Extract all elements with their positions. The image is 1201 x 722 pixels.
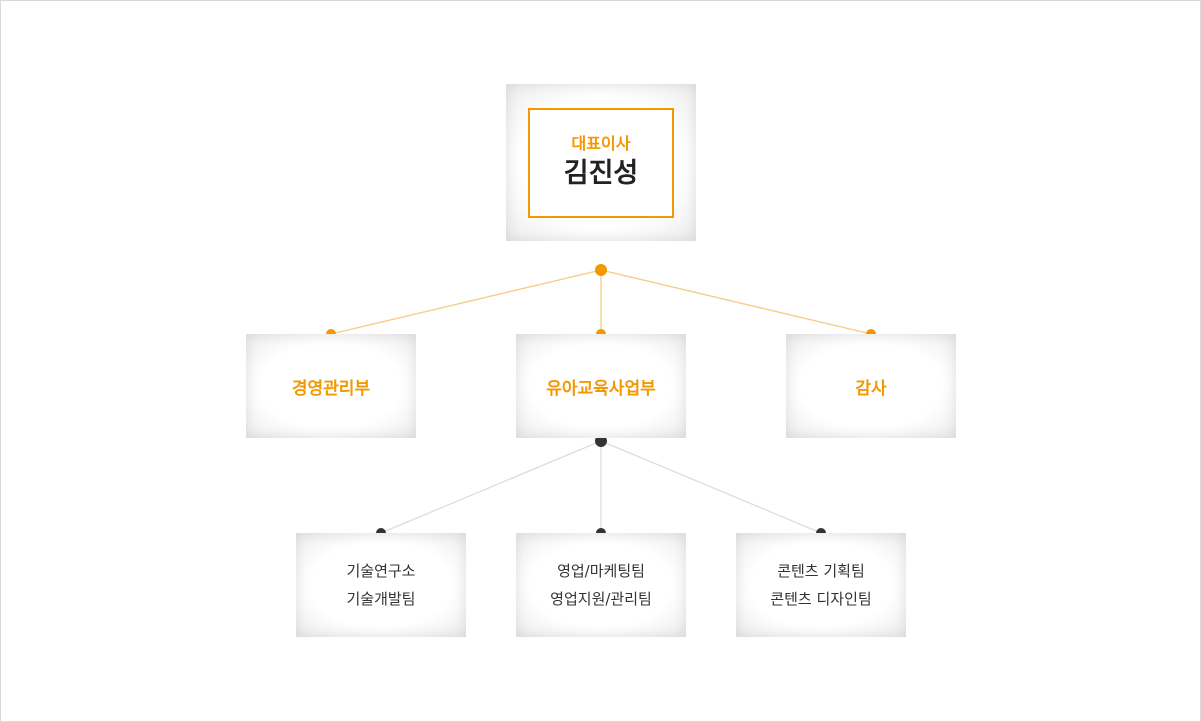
ceo-card: 대표이사 김진성 [528,107,674,218]
ceo-title: 대표이사 [571,133,631,153]
dept-connector-line [330,269,602,335]
team-line: 영업/마케팅팀 [557,562,645,580]
dept-audit: 감사 [786,334,956,438]
team-content: 콘텐츠 기획팀 콘텐츠 디자인팀 [736,533,906,637]
team-line: 콘텐츠 디자인팀 [770,590,872,608]
team-line: 영업지원/관리팀 [550,590,652,608]
dept-connector-line [600,269,872,335]
dept-management: 경영관리부 [246,334,416,438]
team-rnd: 기술연구소 기술개발팀 [296,533,466,637]
dept-hub-node [595,435,607,447]
team-line: 콘텐츠 기획팀 [777,562,865,580]
team-connector-line [380,440,602,534]
dept-early-education: 유아교육사업부 [516,334,686,438]
team-sales: 영업/마케팅팀 영업지원/관리팀 [516,533,686,637]
team-line: 기술개발팀 [346,590,416,608]
team-connector-line [600,440,822,534]
ceo-box: 대표이사 김진성 [506,84,696,241]
team-line: 기술연구소 [346,562,416,580]
ceo-hub-node [595,264,607,276]
ceo-name: 김진성 [563,157,639,189]
